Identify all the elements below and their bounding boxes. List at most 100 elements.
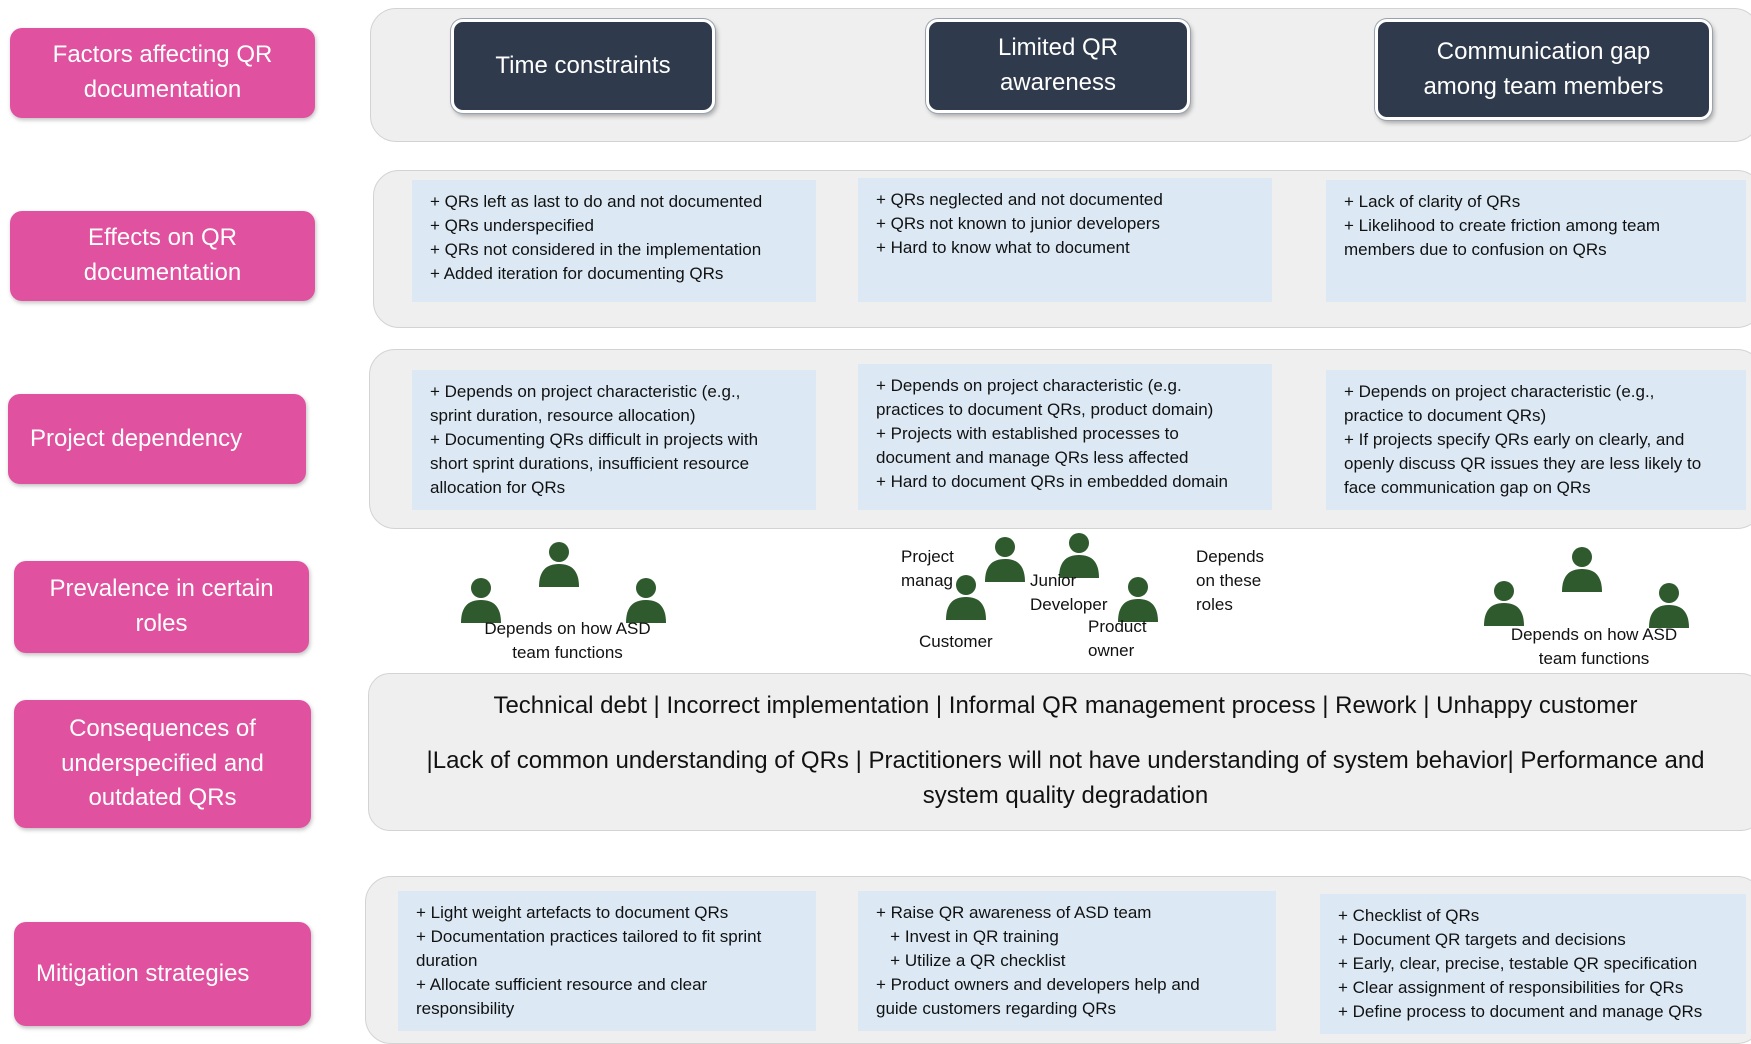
project-limited-awareness: + Depends on project characteristic (e.g…	[858, 364, 1272, 510]
mitigation-communication-gap: + Checklist of QRs + Document QR targets…	[1320, 894, 1746, 1034]
label-project-dependency: Project dependency	[8, 394, 306, 484]
project-item: document and manage QRs less affected	[876, 448, 1189, 467]
project-communication-gap: + Depends on project characteristic (e.g…	[1326, 370, 1746, 510]
factor-line: Time constraints	[495, 51, 671, 79]
mitigation-item: + Utilize a QR checklist	[876, 951, 1066, 970]
role-customer-label: Customer	[919, 632, 993, 651]
factor-line: Communication gap	[1436, 37, 1651, 65]
mitigation-item: responsibility	[416, 999, 515, 1018]
mitigation-item: + Document QR targets and decisions	[1338, 930, 1626, 949]
roles-note: Depends on these roles	[1196, 545, 1264, 617]
person-icon	[1482, 580, 1526, 626]
factor-time-constraints: Time constraints	[451, 19, 715, 113]
label-prevalence: Prevalence in certain roles	[14, 561, 309, 653]
consequences-line-1: Technical debt | Incorrect implementatio…	[493, 692, 1638, 719]
label-line: Consequences of	[69, 714, 256, 742]
prevalence-line: team functions	[1538, 649, 1650, 668]
project-item: practices to document QRs, product domai…	[876, 400, 1214, 419]
mitigation-limited-awareness: + Raise QR awareness of ASD team + Inves…	[858, 891, 1276, 1031]
label-effects: Effects on QR documentation	[10, 211, 315, 301]
factor-limited-qr-awareness: Limited QR awareness	[926, 19, 1190, 113]
mitigation-time-constraints: + Light weight artefacts to document QRs…	[398, 891, 816, 1031]
consequences-panel	[368, 673, 1751, 831]
effect-item: + QRs neglected and not documented	[876, 190, 1163, 209]
prevalence-right-text: Depends on how ASD team functions	[1488, 623, 1700, 671]
label-line: documentation	[83, 76, 242, 103]
consequences-line-2: |Lack of common understanding of QRs | P…	[426, 747, 1705, 774]
note-line: on these	[1196, 571, 1262, 590]
person-icon	[537, 541, 581, 587]
prevalence-line: Depends on how ASD	[1510, 625, 1678, 644]
project-item: + If projects specify QRs early on clear…	[1344, 430, 1685, 449]
project-item: practice to document QRs)	[1344, 406, 1547, 425]
label-line: Effects on QR	[88, 224, 237, 252]
label-line: Factors affecting QR	[52, 41, 273, 69]
label-factors: Factors affecting QR documentation	[10, 28, 315, 118]
factor-line: Limited QR	[997, 34, 1119, 62]
project-item: + Hard to document QRs in embedded domai…	[876, 472, 1229, 491]
role-project-manager-label: Project manag	[901, 545, 954, 593]
mitigation-item: + Invest in QR training	[876, 927, 1059, 946]
role-line: owner	[1088, 641, 1135, 660]
project-item: + Projects with established processes to	[876, 424, 1179, 443]
mitigation-item: + Light weight artefacts to document QRs	[416, 903, 729, 922]
factor-line: among team members	[1423, 72, 1664, 100]
project-item: + Depends on project characteristic (e.g…	[430, 382, 741, 401]
role-line: Product	[1088, 617, 1147, 636]
project-item: short sprint durations, insufficient res…	[430, 454, 750, 473]
effect-item: + Lack of clarity of QRs	[1344, 192, 1521, 211]
effect-item: + Hard to know what to document	[876, 238, 1130, 257]
effect-item: + Added iteration for documenting QRs	[430, 264, 724, 283]
mitigation-item: + Product owners and developers help and	[876, 975, 1200, 994]
label-line: roles	[135, 610, 188, 637]
project-item: + Documenting QRs difficult in projects …	[430, 430, 759, 449]
effect-item: + QRs not known to junior developers	[876, 214, 1160, 233]
mitigation-item: + Allocate sufficient resource and clear	[416, 975, 708, 994]
role-junior-developer-label: Junior Developer	[1030, 569, 1108, 617]
mitigation-item: + Checklist of QRs	[1338, 906, 1480, 925]
label-line: Mitigation strategies	[36, 959, 250, 987]
project-item: allocation for QRs	[430, 478, 566, 497]
label-line: underspecified and	[61, 749, 264, 777]
note-line: roles	[1196, 595, 1233, 614]
factor-communication-gap: Communication gap among team members	[1375, 19, 1712, 120]
mitigation-item: + Raise QR awareness of ASD team	[876, 903, 1152, 922]
consequences-line-3: system quality degradation	[922, 782, 1209, 809]
role-product-owner-label: Product owner	[1088, 615, 1147, 663]
effects-communication-gap: + Lack of clarity of QRs + Likelihood to…	[1326, 180, 1746, 302]
mitigation-item: + Early, clear, precise, testable QR spe…	[1338, 954, 1698, 973]
effect-item: + Likelihood to create friction among te…	[1344, 216, 1661, 235]
prevalence-line: team functions	[512, 643, 623, 662]
label-line: Project dependency	[30, 424, 243, 452]
person-icon	[1647, 582, 1691, 628]
label-mitigation: Mitigation strategies	[14, 922, 311, 1026]
role-line: Project	[901, 547, 954, 566]
role-line: Junior	[1030, 571, 1077, 590]
mitigation-item: + Clear assignment of responsibilities f…	[1338, 978, 1684, 997]
effect-item: + QRs left as last to do and not documen…	[430, 192, 763, 211]
label-consequences: Consequences of underspecified and outdate…	[14, 700, 311, 828]
person-icon	[983, 536, 1027, 582]
role-line: Developer	[1030, 595, 1108, 614]
mitigation-item: guide customers regarding QRs	[876, 999, 1117, 1018]
role-line: manag	[901, 571, 953, 590]
mitigation-item: + Define process to document and manage …	[1338, 1002, 1703, 1021]
person-icon	[944, 574, 988, 620]
label-line: outdated QRs	[88, 784, 237, 812]
person-icon	[1560, 546, 1604, 592]
effect-item: + QRs not considered in the implementati…	[430, 240, 762, 259]
label-line: Prevalence in certain	[49, 575, 274, 603]
project-time-constraints: + Depends on project characteristic (e.g…	[412, 370, 816, 510]
project-item: sprint duration, resource allocation)	[430, 406, 696, 425]
note-line: Depends	[1196, 547, 1265, 566]
label-line: documentation	[83, 259, 242, 286]
mitigation-item: duration	[416, 951, 478, 970]
effect-item: members due to confusion on QRs	[1344, 240, 1607, 259]
mitigation-item: + Documentation practices tailored to fi…	[416, 927, 762, 946]
project-item: + Depends on project characteristic (e.g…	[876, 376, 1182, 395]
effects-limited-awareness: + QRs neglected and not documented + QRs…	[858, 178, 1272, 302]
prevalence-left-text: Depends on how ASD team functions	[460, 617, 675, 665]
project-item: face communication gap on QRs	[1344, 478, 1591, 497]
factor-line: awareness	[999, 69, 1117, 96]
effect-item: + QRs underspecified	[430, 216, 594, 235]
